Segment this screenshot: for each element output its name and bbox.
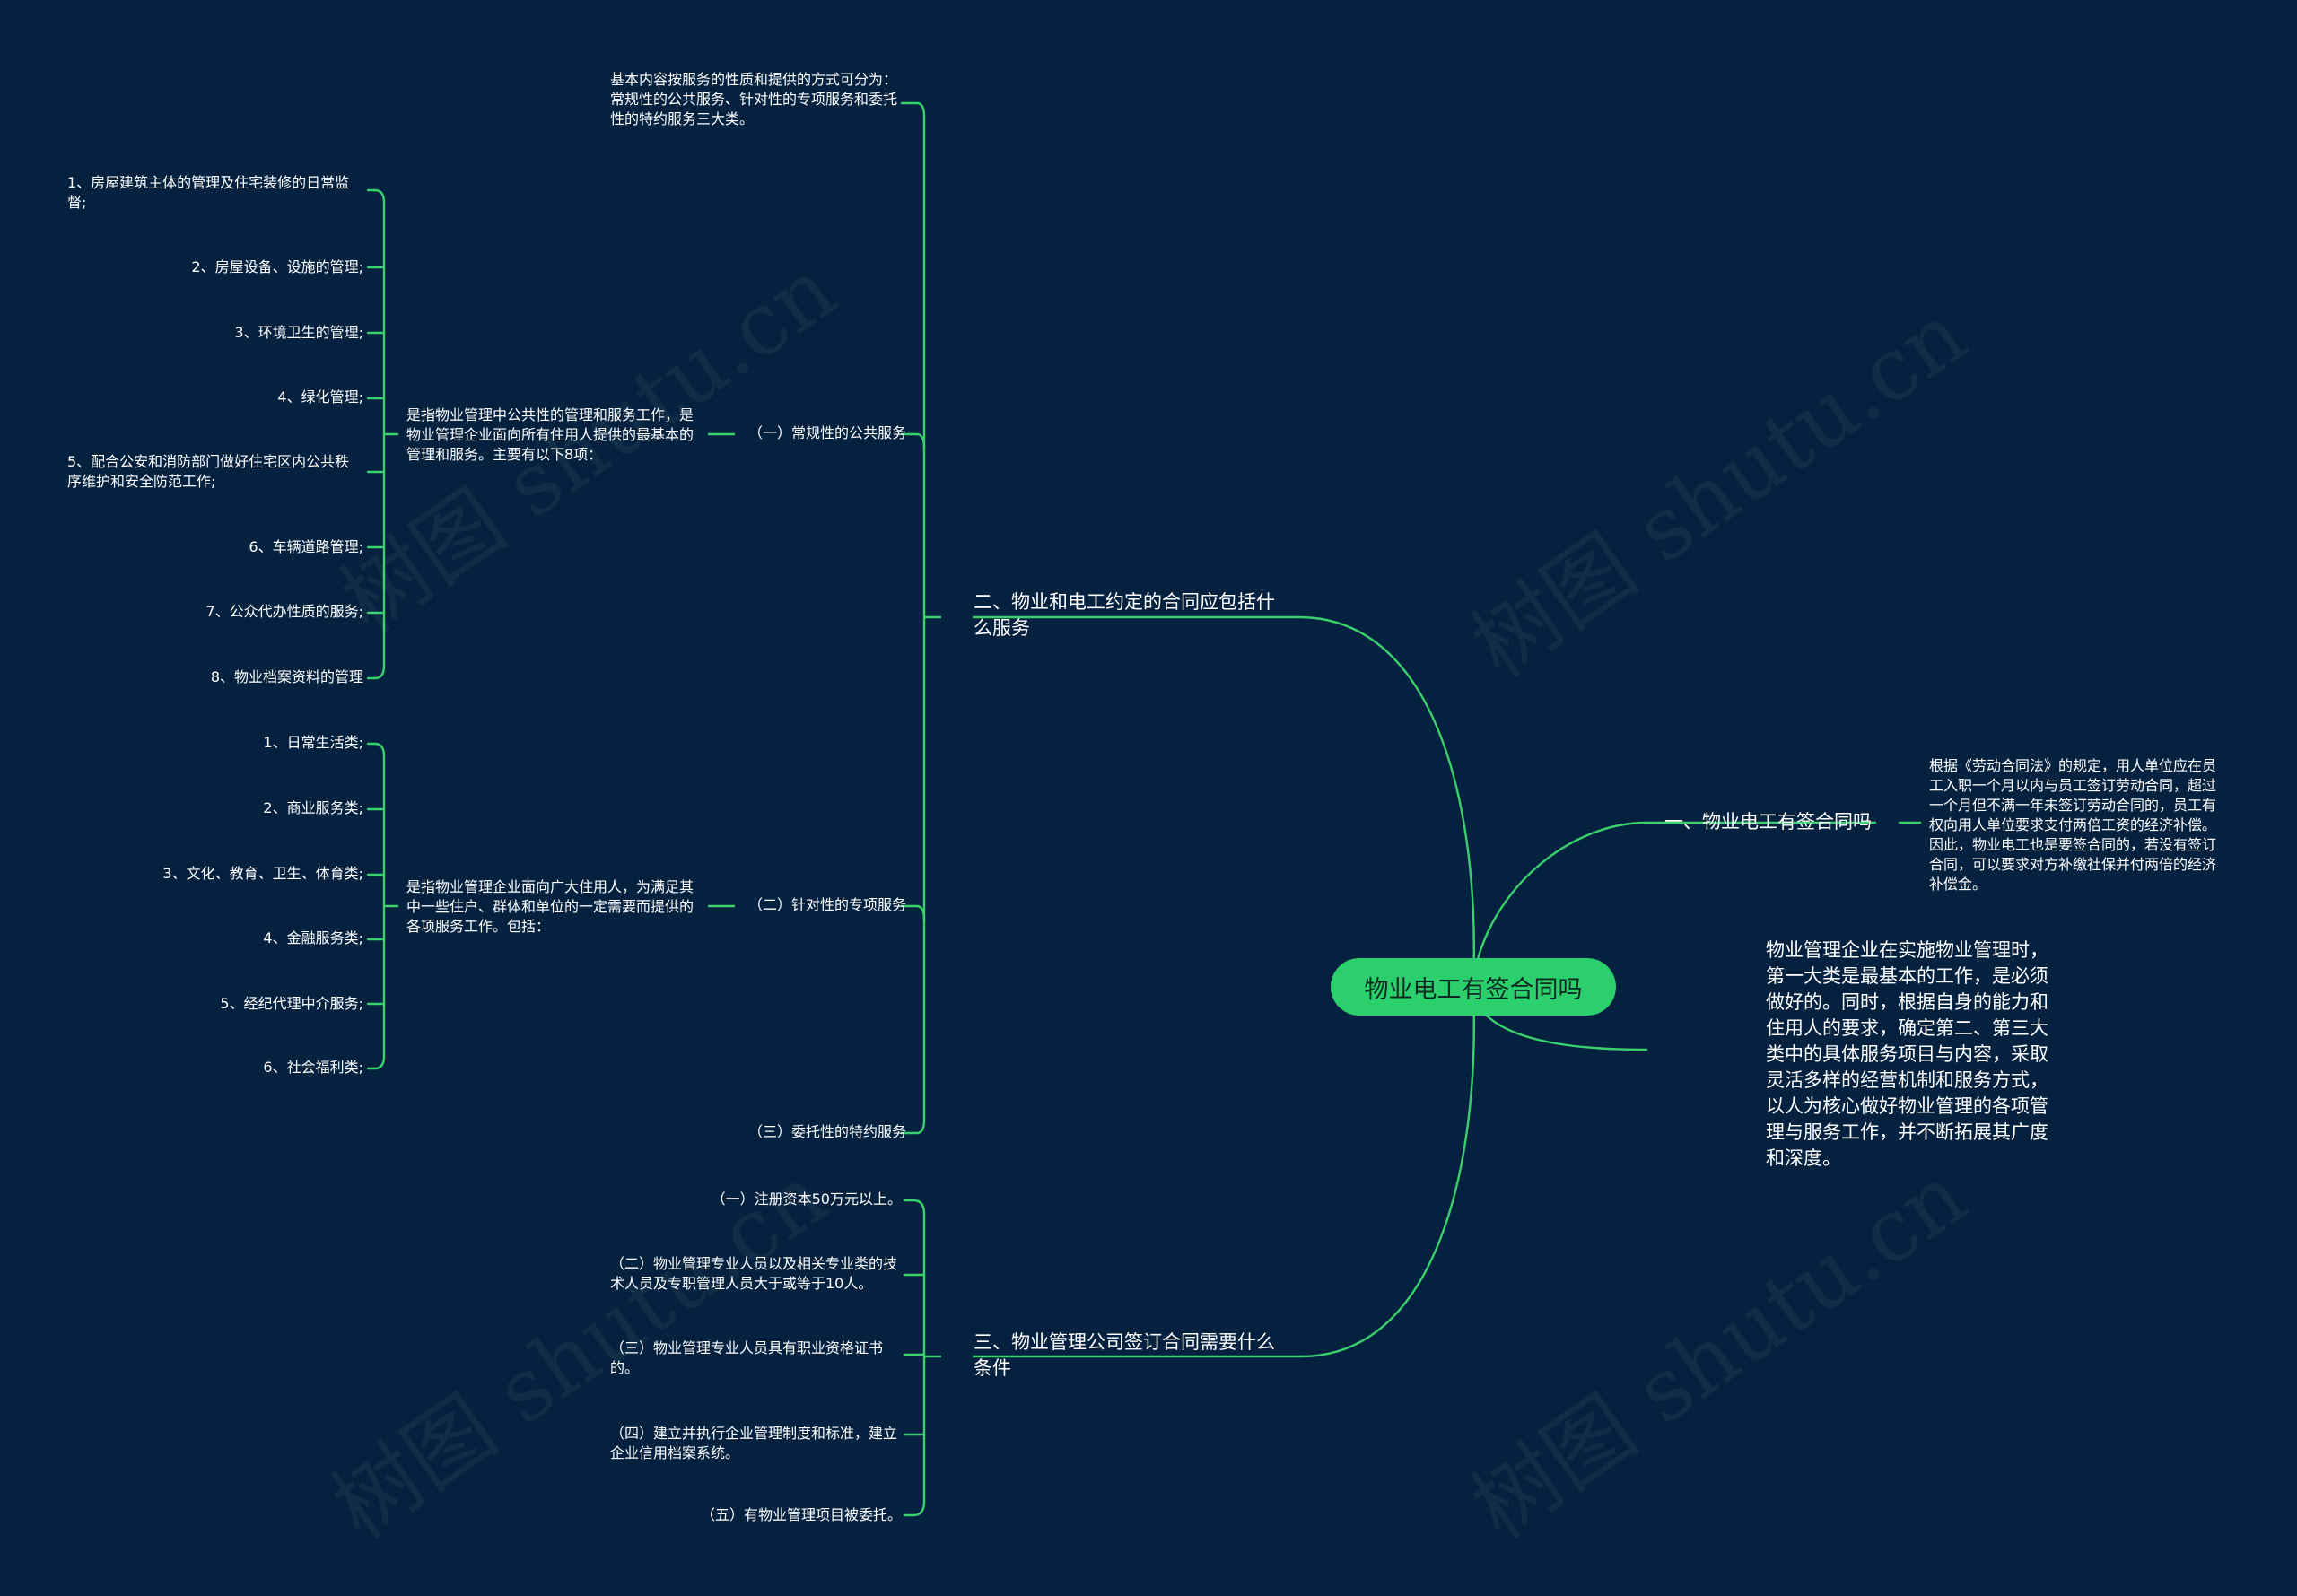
condition-text: （一）注册资本50万元以上。 (711, 1190, 902, 1208)
branch-title: 二、物业和电工约定的合同应包括什么服务 (974, 591, 1275, 639)
cat1-label: （一）常规性的公共服务 (747, 424, 906, 441)
root-node[interactable]: 物业电工有签合同吗 (1331, 958, 1616, 1016)
condition-text: （三）物业管理专业人员具有职业资格证书的。 (610, 1339, 884, 1377)
branch-node-conditions[interactable]: 三、物业管理公司签订合同需要什么条件 (974, 1330, 1279, 1382)
cat2-item[interactable]: 2、商业服务类; (67, 798, 363, 818)
tick-b2-cat1 (900, 432, 926, 450)
cat1-item[interactable]: 6、车辆道路管理; (67, 537, 363, 557)
link-root-branch2 (1299, 615, 1475, 989)
cat2-desc-node[interactable]: 是指物业管理企业面向广大住用人，为满足其中一些住户、群体和单位的一定需要而提供的… (406, 877, 707, 937)
cat2-item-text: 2、商业服务类; (263, 799, 363, 816)
cat1-item-text: 7、公众代办性质的服务; (205, 603, 363, 620)
cat2-item-text: 5、经纪代理中介服务; (220, 995, 363, 1012)
root-label: 物业电工有签合同吗 (1364, 975, 1583, 1004)
cat2-item-text: 4、金融服务类; (263, 929, 363, 946)
cat1-item-text: 1、房屋建筑主体的管理及住宅装修的日常监督; (67, 174, 350, 212)
cat1-node[interactable]: （一）常规性的公共服务 (709, 423, 906, 443)
summary-note-text: 物业管理企业在实施物业管理时，第一大类是最基本的工作，是必须做好的。同时，根据自… (1766, 939, 2048, 1169)
cat2-item[interactable]: 5、经纪代理中介服务; (67, 994, 363, 1014)
condition-item[interactable]: （三）物业管理专业人员具有职业资格证书的。 (610, 1339, 906, 1378)
cat2-item[interactable]: 1、日常生活类; (67, 733, 363, 753)
cat1-item-text: 8、物业档案资料的管理 (210, 668, 363, 685)
bracket-cat2 (373, 742, 399, 1070)
cat2-label: （二）针对性的专项服务 (747, 896, 906, 913)
cat1-item-text: 5、配合公安和消防部门做好住宅区内公共秩序维护和安全防范工作; (67, 453, 350, 491)
cat1-desc: 是指物业管理中公共性的管理和服务工作，是物业管理企业面向所有住用人提供的最基本的… (406, 406, 694, 464)
cat1-item-text: 6、车辆道路管理; (249, 538, 363, 555)
cat1-item-text: 3、环境卫生的管理; (234, 324, 363, 341)
contract-detail-node[interactable]: 根据《劳动合同法》的规定，用人单位应在员工入职一个月以内与员工签订劳动合同，超过… (1929, 756, 2230, 895)
intro-text: 基本内容按服务的性质和提供的方式可分为：常规性的公共服务、针对性的专项服务和委托… (610, 71, 898, 128)
condition-text: （二）物业管理专业人员以及相关专业类的技术人员及专职管理人员大于或等于10人。 (610, 1255, 898, 1293)
condition-text: （四）建立并执行企业管理制度和标准，建立企业信用档案系统。 (610, 1425, 898, 1462)
branch-node-contract[interactable]: 一、物业电工有签合同吗 (1664, 809, 1898, 835)
cat2-item-text: 6、社会福利类; (263, 1059, 363, 1076)
cat1-item-text: 4、绿化管理; (277, 388, 363, 406)
intro-node[interactable]: 基本内容按服务的性质和提供的方式可分为：常规性的公共服务、针对性的专项服务和委托… (610, 70, 906, 129)
branch-node-services[interactable]: 二、物业和电工约定的合同应包括什么服务 (974, 589, 1279, 641)
condition-item[interactable]: （五）有物业管理项目被委托。 (610, 1505, 902, 1525)
bracket-branch3 (912, 1199, 942, 1517)
condition-item[interactable]: （一）注册资本50万元以上。 (610, 1190, 902, 1209)
cat1-item-text: 2、房屋设备、设施的管理; (191, 258, 363, 275)
condition-item[interactable]: （二）物业管理专业人员以及相关专业类的技术人员及专职管理人员大于或等于10人。 (610, 1254, 906, 1294)
cat1-item[interactable]: 4、绿化管理; (67, 388, 363, 407)
cat1-item[interactable]: 1、房屋建筑主体的管理及住宅装修的日常监督; (67, 173, 363, 213)
cat1-item[interactable]: 2、房屋设备、设施的管理; (67, 257, 363, 277)
bracket-cat1 (373, 188, 399, 680)
cat2-node[interactable]: （二）针对性的专项服务 (709, 895, 906, 915)
cat2-item[interactable]: 3、文化、教育、卫生、体育类; (67, 864, 363, 884)
cat2-item[interactable]: 6、社会福利类; (67, 1058, 363, 1077)
contract-detail-text: 根据《劳动合同法》的规定，用人单位应在员工入职一个月以内与员工签订劳动合同，超过… (1929, 757, 2217, 894)
branch-title: 三、物业管理公司签订合同需要什么条件 (974, 1331, 1275, 1379)
cat2-desc: 是指物业管理企业面向广大住用人，为满足其中一些住户、群体和单位的一定需要而提供的… (406, 878, 694, 936)
link-root-branch3 (1299, 985, 1475, 1358)
tick-b2-cat2 (900, 904, 926, 922)
cat2-item-text: 1、日常生活类; (263, 734, 363, 751)
condition-text: （五）有物业管理项目被委托。 (700, 1506, 902, 1523)
cat2-item[interactable]: 4、金融服务类; (67, 929, 363, 948)
bracket-branch2 (915, 101, 942, 1135)
cat3-node[interactable]: （三）委托性的特约服务 (709, 1122, 906, 1142)
branch-title: 一、物业电工有签合同吗 (1664, 811, 1872, 833)
summary-note-node[interactable]: 物业管理企业在实施物业管理时，第一大类是最基本的工作，是必须做好的。同时，根据自… (1766, 938, 2057, 1172)
cat1-item[interactable]: 8、物业档案资料的管理 (67, 667, 363, 687)
cat1-desc-node[interactable]: 是指物业管理中公共性的管理和服务工作，是物业管理企业面向所有住用人提供的最基本的… (406, 406, 707, 465)
link-root-branch1 (1472, 821, 1648, 980)
condition-item[interactable]: （四）建立并执行企业管理制度和标准，建立企业信用档案系统。 (610, 1424, 906, 1463)
cat1-item[interactable]: 5、配合公安和消防部门做好住宅区内公共秩序维护和安全防范工作; (67, 452, 363, 492)
cat3-label: （三）委托性的特约服务 (747, 1123, 906, 1140)
cat2-item-text: 3、文化、教育、卫生、体育类; (162, 865, 363, 882)
cat1-item[interactable]: 7、公众代办性质的服务; (67, 602, 363, 622)
cat1-item[interactable]: 3、环境卫生的管理; (67, 323, 363, 343)
